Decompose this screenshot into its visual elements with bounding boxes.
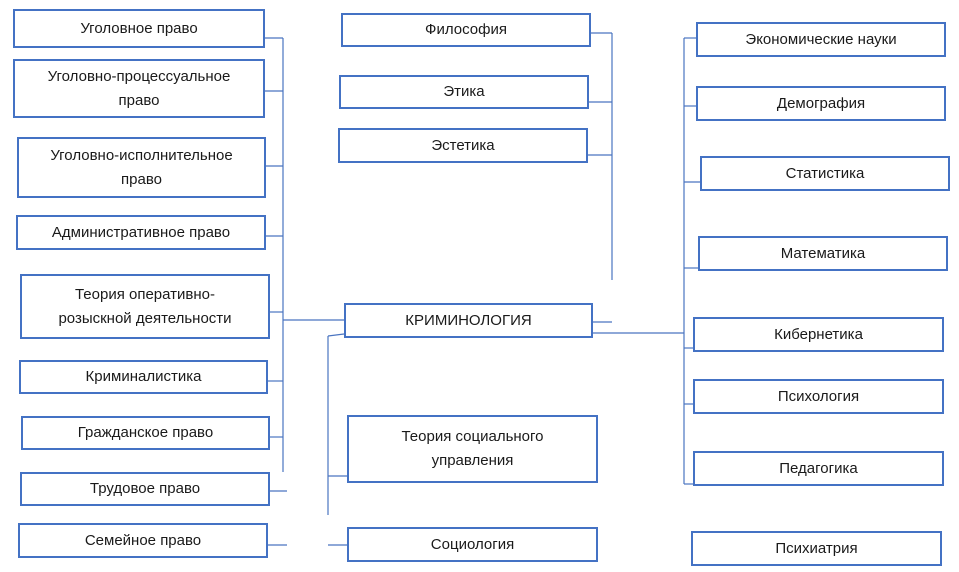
box-criminal-law: Уголовное право <box>13 9 265 48</box>
box-label: Психология <box>777 387 860 405</box>
box-label: Математика <box>780 244 866 262</box>
box-cybernetics: Кибернетика <box>693 317 944 352</box>
box-mathematics: Математика <box>698 236 948 271</box>
box-label: Уголовно-исполнительное право <box>50 146 233 188</box>
box-criminology: КРИМИНОЛОГИЯ <box>344 303 593 338</box>
box-penal-law: Уголовно-исполнительное право <box>17 137 266 198</box>
box-pedagogy: Педагогика <box>693 451 944 486</box>
box-label: Кибернетика <box>774 325 863 343</box>
box-label: Психиатрия <box>775 539 858 557</box>
box-label: Гражданское право <box>77 424 214 441</box>
box-label: Эстетика <box>431 136 495 154</box>
box-label: Педагогика <box>779 459 858 477</box>
box-label: Философия <box>425 21 507 38</box>
box-economics: Экономические науки <box>696 22 946 57</box>
box-label: Теория социального управления <box>401 428 544 469</box>
box-social-management-theory: Теория социального управления <box>347 415 598 483</box>
center-label: КРИМИНОЛОГИЯ <box>405 311 532 329</box>
box-ethics: Этика <box>339 75 589 109</box>
box-label: Криминалистика <box>85 368 202 385</box>
box-label: Уголовное право <box>80 19 198 37</box>
box-aesthetics: Эстетика <box>338 128 588 163</box>
box-statistics: Статистика <box>700 156 950 191</box>
box-label: Семейное право <box>84 531 202 549</box>
box-civil-law: Гражданское право <box>21 416 270 450</box>
box-label: Демография <box>776 94 866 112</box>
box-demography: Демография <box>696 86 946 121</box>
box-label: Теория оперативно-розыскной деятельности <box>58 285 232 327</box>
box-labor-law: Трудовое право <box>20 472 270 506</box>
box-administrative-law: Административное право <box>16 215 266 250</box>
box-operational-search-theory: Теория оперативно-розыскной деятельности <box>20 274 270 339</box>
box-psychiatry: Психиатрия <box>691 531 942 566</box>
box-label: Социология <box>430 535 515 553</box>
box-philosophy: Философия <box>341 13 591 47</box>
box-label: Административное право <box>51 223 231 241</box>
box-label: Статистика <box>785 164 865 182</box>
box-label: Этика <box>443 83 485 100</box>
box-criminalistics: Криминалистика <box>19 360 268 394</box>
box-label: Экономические науки <box>745 30 897 48</box>
box-criminal-procedure-law: Уголовно-процессуальное право <box>13 59 265 118</box>
box-label: Уголовно-процессуальное право <box>47 67 231 109</box>
box-label: Трудовое право <box>89 480 201 497</box>
box-family-law: Семейное право <box>18 523 268 558</box>
box-sociology: Социология <box>347 527 598 562</box>
box-psychology: Психология <box>693 379 944 414</box>
